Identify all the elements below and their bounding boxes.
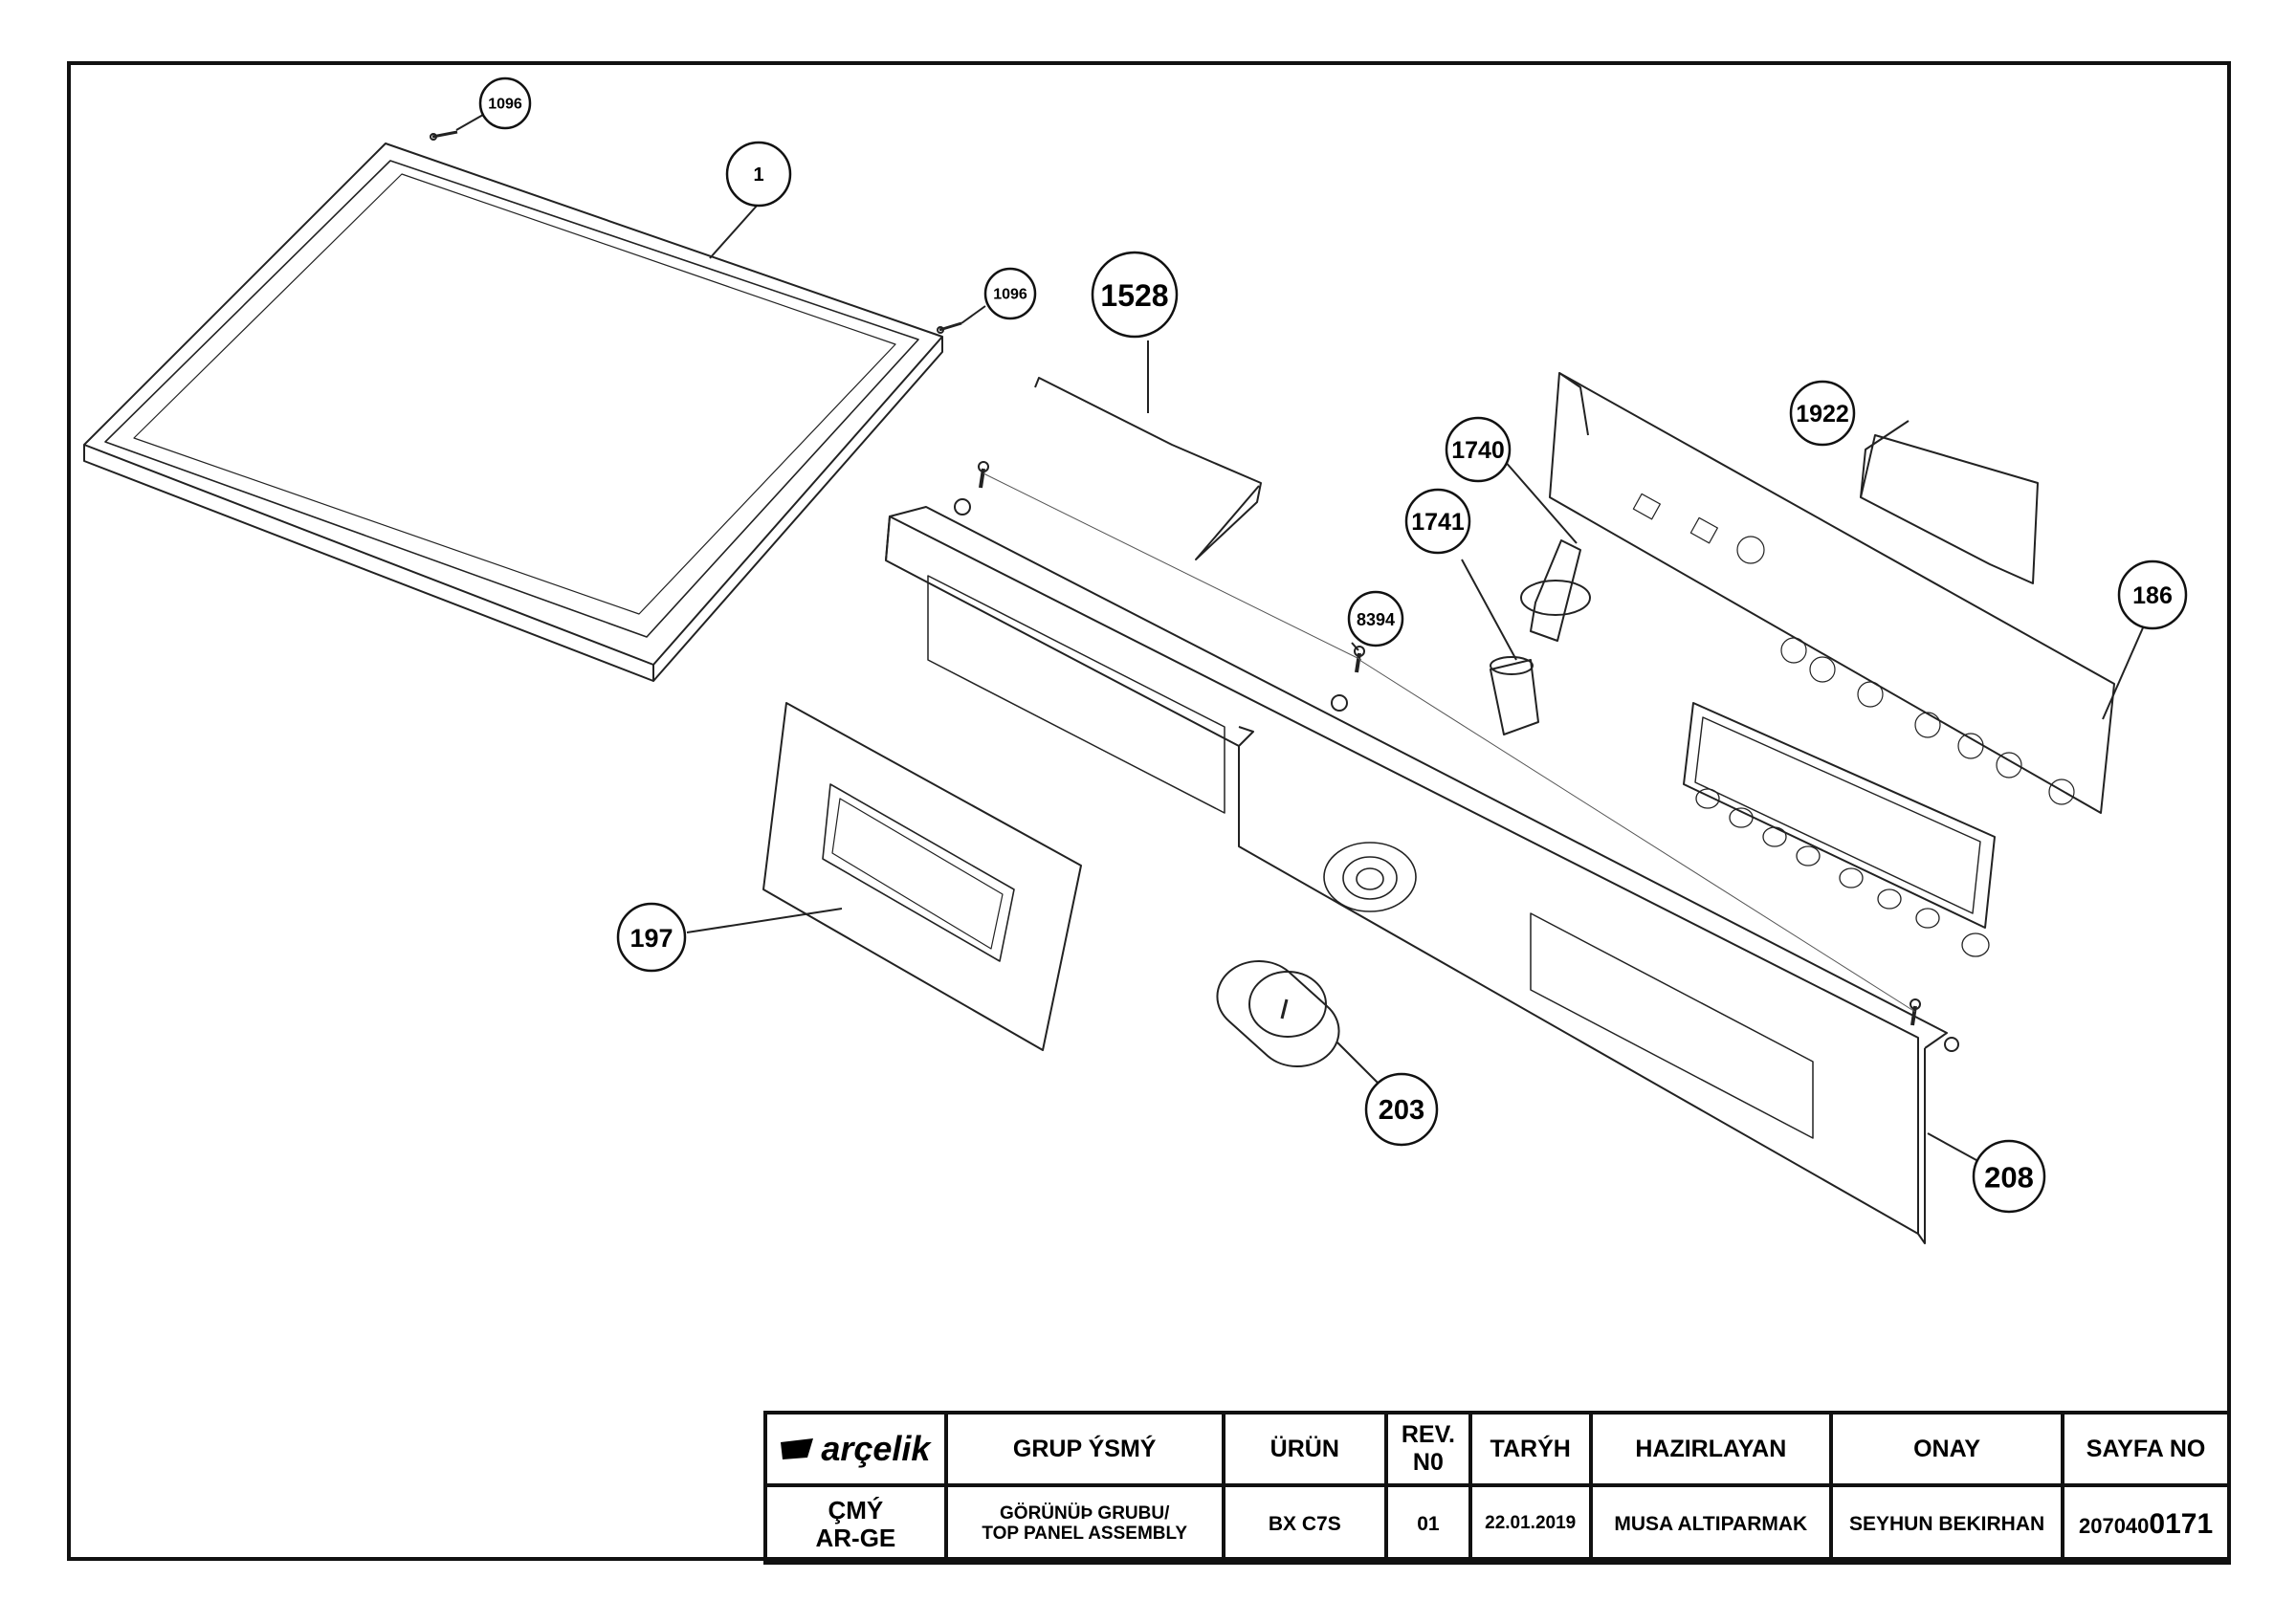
callout-1741 (1404, 488, 1471, 555)
header-prepared: HAZIRLAYAN (1588, 1411, 1834, 1487)
callout-label: 1741 (1411, 509, 1465, 536)
approval-value: SEYHUN BEKIRHAN (1828, 1483, 2065, 1565)
callout-186 (2117, 559, 2188, 630)
callout-label: 208 (1984, 1161, 2034, 1195)
brand-logo: arçelik (821, 1429, 931, 1468)
callout-label: 1096 (488, 97, 522, 113)
callout-203 (1364, 1072, 1439, 1147)
program-knob (1216, 960, 1340, 1067)
header-date: TARÝH (1468, 1411, 1593, 1487)
department-cell: ÇMÝ AR-GE (763, 1483, 948, 1565)
board-bracket (1860, 420, 2039, 584)
screw (1910, 998, 1921, 1026)
header-group-name: GRUP ÝSMÝ (943, 1411, 1225, 1487)
screw (978, 461, 989, 489)
callout-1740 (1445, 416, 1512, 483)
callout-1528 (1091, 251, 1179, 339)
lid-pin (937, 321, 962, 334)
callout-8394 (1347, 590, 1404, 647)
callout-label: 8394 (1357, 610, 1395, 629)
control-panel (885, 498, 1959, 1244)
callout-1096-top (478, 77, 532, 130)
department-line: AR-GE (815, 1523, 896, 1552)
callout-label: 1528 (1100, 278, 1168, 313)
callout-label: 186 (2132, 582, 2173, 609)
callout-1922 (1789, 380, 1856, 447)
callout-1096-right (983, 267, 1037, 320)
callout-label: 1740 (1451, 437, 1505, 464)
screw (1354, 646, 1365, 673)
callout-label: 197 (629, 924, 673, 953)
callout-197 (616, 902, 687, 973)
header-approval: ONAY (1828, 1411, 2065, 1487)
page-no-prefix: 207040 (2078, 1514, 2150, 1538)
product-value: BX C7S (1221, 1483, 1388, 1565)
logo-cell: arçelik (763, 1411, 948, 1487)
top-lid (83, 143, 943, 682)
callout-1 (725, 141, 792, 208)
prepared-value: MUSA ALTIPARMAK (1588, 1483, 1834, 1565)
callout-label: 1922 (1796, 401, 1849, 428)
group-name-line: GÖRÜNÜÞ GRUBU/ (1000, 1502, 1170, 1524)
callout-label: 1096 (993, 287, 1027, 303)
header-rev: REV. N0 (1383, 1411, 1472, 1487)
brand-icon (781, 1438, 814, 1459)
title-block: arçelik GRUP ÝSMÝ ÜRÜN REV. N0 TARÝH HAZ… (763, 1411, 2231, 1565)
rev-value: 01 (1383, 1483, 1472, 1565)
detergent-drawer (762, 702, 1082, 1051)
header-page-no: SAYFA NO (2061, 1411, 2231, 1487)
display-housing (1683, 702, 1996, 957)
knob-adapter (1490, 656, 1539, 735)
knob-shaft (1520, 539, 1591, 642)
wire-bracket (1034, 377, 1262, 560)
callout-label: 203 (1379, 1095, 1424, 1126)
group-name-line: TOP PANEL ASSEMBLY (982, 1523, 1188, 1544)
lid-pin (430, 130, 458, 141)
date-value: 22.01.2019 (1468, 1483, 1593, 1565)
callout-label: 1 (753, 164, 763, 186)
department-line: ÇMÝ (828, 1495, 884, 1524)
group-name-cell: GÖRÜNÜÞ GRUBU/ TOP PANEL ASSEMBLY (943, 1483, 1225, 1565)
electronic-board (1549, 372, 2115, 814)
header-product: ÜRÜN (1221, 1411, 1388, 1487)
page-no-suffix: 0171 (2149, 1508, 2214, 1540)
callout-208 (1972, 1139, 2046, 1214)
page-no-value: 2070400171 (2061, 1483, 2231, 1565)
